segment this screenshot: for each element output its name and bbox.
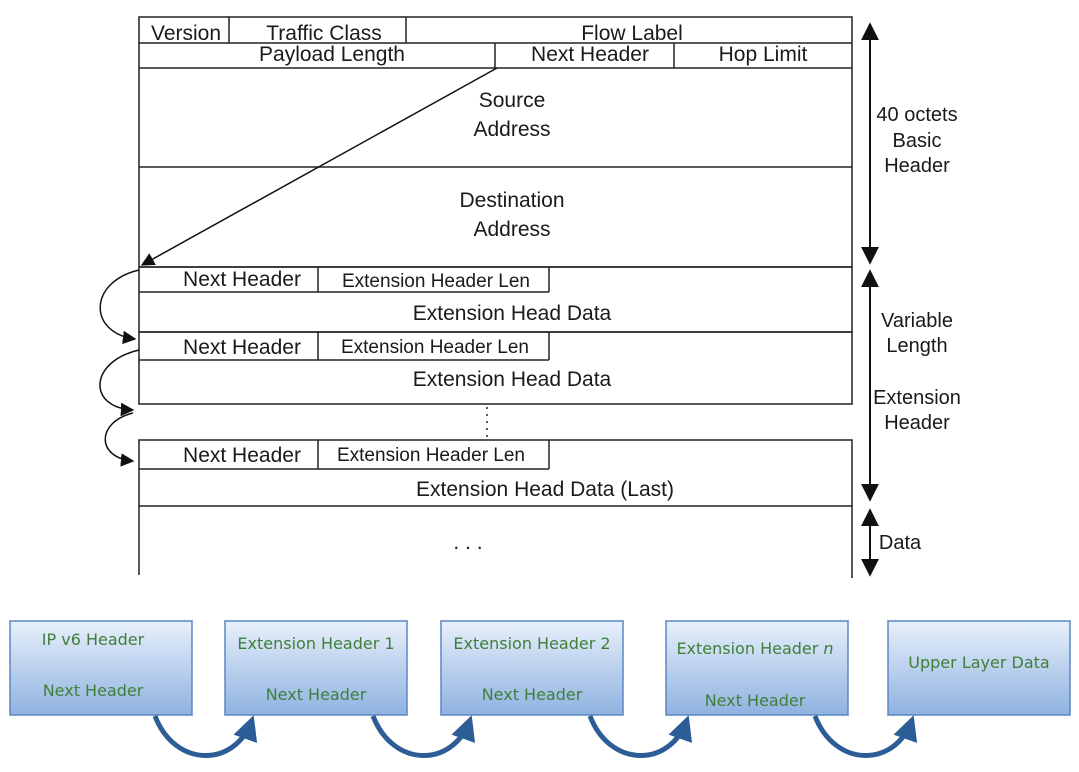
basic-label-line1: 40 octets xyxy=(876,104,957,126)
extlast-header-len: Extension Header Len xyxy=(337,445,525,466)
chain-arrow-3 xyxy=(587,715,693,758)
chain-curve-arrow-1 xyxy=(99,269,140,345)
chain-box-ipv6-header: IP v6 Header Next Header xyxy=(9,620,193,716)
chain-curve-arrow-2 xyxy=(99,349,140,417)
chain-arrow-4 xyxy=(812,715,918,758)
ext2-next-header: Next Header xyxy=(183,336,301,359)
destination-address-line2: Address xyxy=(473,218,550,241)
variable-label-line1: Variable xyxy=(881,310,953,332)
extlast-next-header: Next Header xyxy=(183,444,301,467)
data-label: Data xyxy=(879,532,922,554)
chain-box-4-title: Extension Header n xyxy=(676,639,833,658)
hop-limit-field: Hop Limit xyxy=(719,43,808,66)
basic-label-line3: Header xyxy=(884,155,950,177)
data-ellipsis: . . . xyxy=(453,531,482,554)
variable-label-line3: Extension xyxy=(873,387,961,409)
chain-box-2-subtitle: Next Header xyxy=(266,685,367,704)
payload-length-field: Payload Length xyxy=(259,43,405,66)
ext1-header-len: Extension Header Len xyxy=(342,271,530,292)
chain-arrow-2 xyxy=(370,715,476,758)
variable-label-line4: Header xyxy=(884,412,950,434)
traffic-class-field: Traffic Class xyxy=(266,22,382,45)
chain-box-3-subtitle: Next Header xyxy=(482,685,583,704)
source-address-line2: Address xyxy=(473,118,550,141)
extension-header-2 xyxy=(138,331,853,405)
chain-box-extension-n: Extension Header n Next Header xyxy=(665,620,849,716)
chain-box-extension-1: Extension Header 1 Next Header xyxy=(224,620,408,716)
ext2-header-len: Extension Header Len xyxy=(341,337,529,358)
chain-box-1-subtitle: Next Header xyxy=(43,681,144,700)
chain-box-1-title: IP v6 Header xyxy=(42,630,145,649)
data-section xyxy=(138,506,853,578)
chain-box-3-title: Extension Header 2 xyxy=(453,634,610,653)
chain-box-2-title: Extension Header 1 xyxy=(237,634,394,653)
chain-box-5-title: Upper Layer Data xyxy=(908,653,1049,672)
ext1-head-data: Extension Head Data xyxy=(413,302,612,325)
chain-box-upper-layer-data: Upper Layer Data xyxy=(887,620,1071,716)
extlast-head-data: Extension Head Data (Last) xyxy=(416,478,674,501)
flow-label-field: Flow Label xyxy=(581,22,683,45)
basic-label-line2: Basic xyxy=(893,130,942,152)
destination-address-line1: Destination xyxy=(459,189,564,212)
version-field: Version xyxy=(151,22,221,45)
chain-box-extension-2: Extension Header 2 Next Header xyxy=(440,620,624,716)
variable-label-line2: Length xyxy=(886,335,947,357)
ext2-head-data: Extension Head Data xyxy=(413,368,612,391)
ext1-next-header: Next Header xyxy=(183,268,301,291)
chain-box-4-subtitle: Next Header xyxy=(705,691,806,710)
source-address-line1: Source xyxy=(479,89,546,112)
chain-curve-arrow-3 xyxy=(104,412,135,467)
extension-header-last xyxy=(138,439,853,507)
next-header-pointer-arrow xyxy=(140,67,498,266)
chain-arrow-1 xyxy=(152,715,258,758)
next-header-field: Next Header xyxy=(531,43,649,66)
